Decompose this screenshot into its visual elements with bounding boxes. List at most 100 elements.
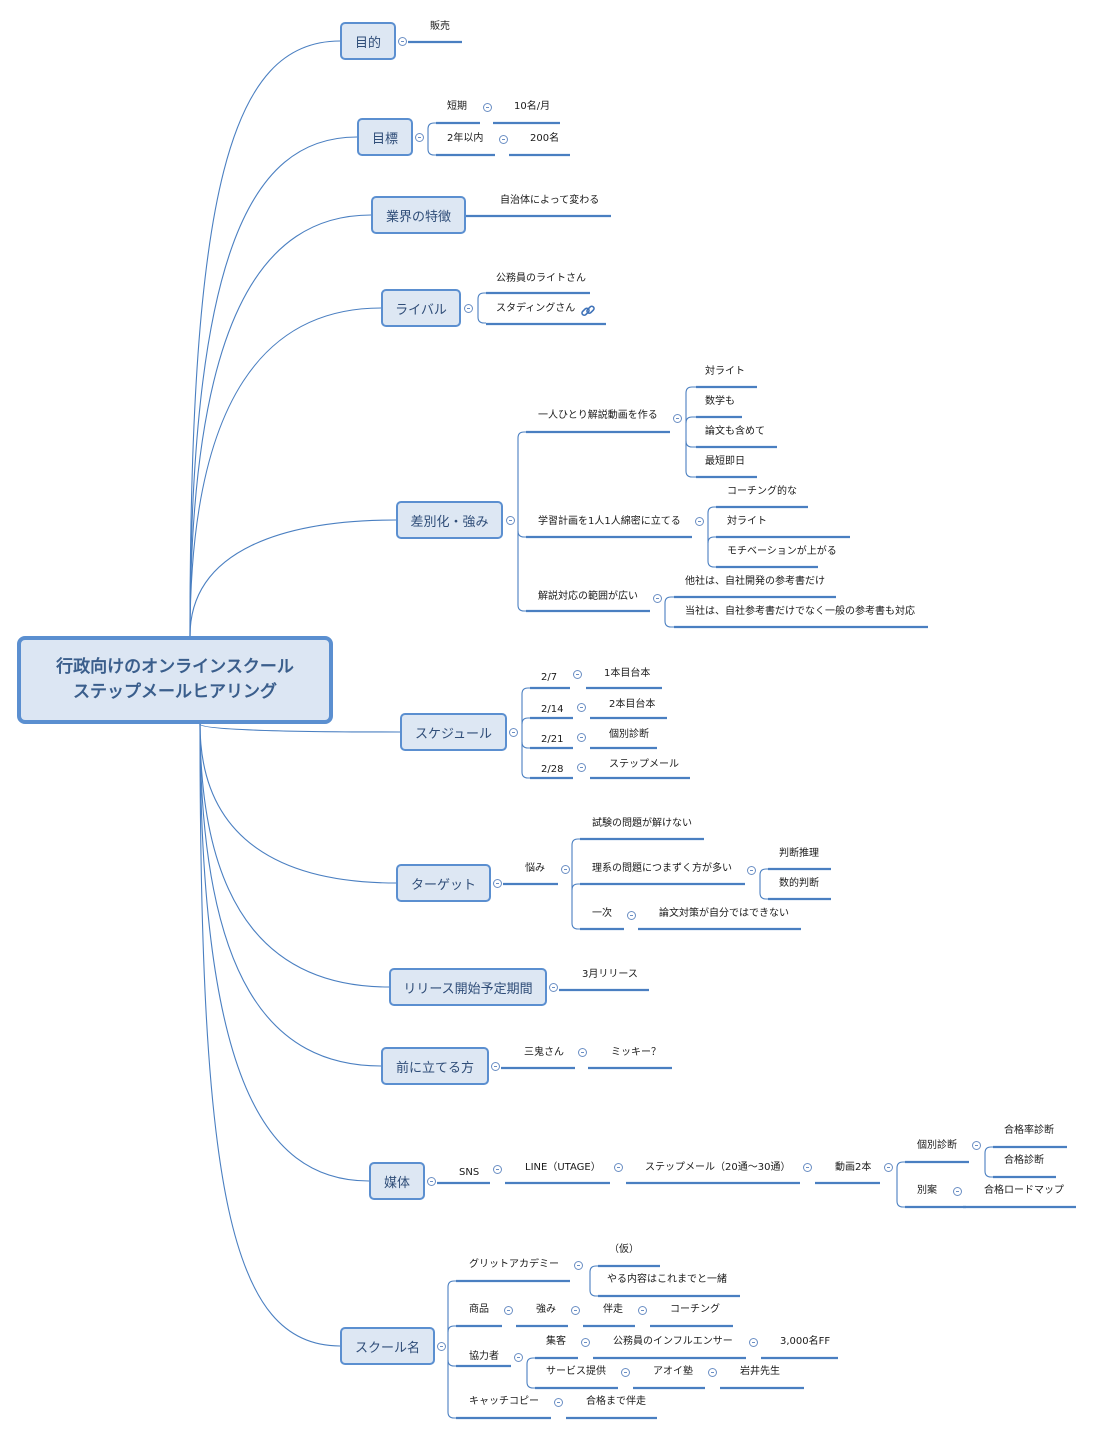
node-line-utage[interactable]: LINE（UTAGE） <box>525 1162 601 1173</box>
node-catchcopy[interactable]: キャッチコピー <box>469 1396 539 1407</box>
node-rival-light[interactable]: 公務員のライトさん <box>496 273 586 284</box>
collapse-toggle-icon[interactable] <box>627 911 636 920</box>
collapse-toggle-icon[interactable] <box>614 1163 623 1172</box>
collapse-toggle-icon[interactable] <box>574 1261 583 1270</box>
node-others-own-books[interactable]: 他社は、自社開発の参考書だけ <box>685 576 825 587</box>
node-collaborator[interactable]: 協力者 <box>469 1351 499 1362</box>
collapse-toggle-icon[interactable] <box>427 1177 436 1186</box>
node-cannot-solve[interactable]: 試験の問題が解けない <box>592 818 692 829</box>
collapse-toggle-icon[interactable] <box>638 1306 647 1315</box>
topic-school-name[interactable]: スクール名 <box>340 1327 435 1365</box>
node-step-mail[interactable]: ステップメール <box>609 759 679 770</box>
collapse-toggle-icon[interactable] <box>509 728 518 737</box>
topic-rival[interactable]: ライバル <box>381 289 461 327</box>
collapse-toggle-icon[interactable] <box>464 304 473 313</box>
topic-goal[interactable]: 目標 <box>357 118 413 156</box>
node-alternative[interactable]: 別案 <box>917 1185 937 1196</box>
node-mickey[interactable]: ミッキー？ <box>611 1047 661 1058</box>
node-pass-roadmap[interactable]: 合格ロードマップ <box>984 1185 1064 1196</box>
node-date-2-21[interactable]: 2/21 <box>541 734 564 745</box>
node-motivation[interactable]: モチベーションが上がる <box>727 546 837 557</box>
node-individual-videos[interactable]: 一人ひとり解説動画を作る <box>538 410 658 421</box>
collapse-toggle-icon[interactable] <box>673 414 682 423</box>
topic-differentiation[interactable]: 差別化・強み <box>396 501 503 539</box>
node-step-mail-count[interactable]: ステップメール（20通〜30通） <box>645 1162 791 1173</box>
hyperlink-icon[interactable] <box>580 303 596 319</box>
collapse-toggle-icon[interactable] <box>483 103 492 112</box>
node-grit-academy[interactable]: グリットアカデミー <box>469 1259 559 1270</box>
collapse-toggle-icon[interactable] <box>549 983 558 992</box>
node-two-videos[interactable]: 動画2本 <box>835 1162 872 1173</box>
node-march-release[interactable]: 3月リリース <box>582 969 638 980</box>
collapse-toggle-icon[interactable] <box>972 1141 981 1150</box>
collapse-toggle-icon[interactable] <box>749 1338 758 1347</box>
node-judgment-reasoning[interactable]: 判断推理 <box>779 848 819 859</box>
collapse-toggle-icon[interactable] <box>415 133 424 142</box>
node-date-2-28[interactable]: 2/28 <box>541 764 564 775</box>
collapse-toggle-icon[interactable] <box>506 516 515 525</box>
node-miki[interactable]: 三鬼さん <box>524 1047 564 1058</box>
collapse-toggle-icon[interactable] <box>493 1165 502 1174</box>
node-service[interactable]: サービス提供 <box>546 1366 606 1377</box>
node-first-exam[interactable]: 一次 <box>592 908 612 919</box>
collapse-toggle-icon[interactable] <box>493 879 502 888</box>
collapse-toggle-icon[interactable] <box>803 1163 812 1172</box>
node-iwai-sensei[interactable]: 岩井先生 <box>740 1366 780 1377</box>
central-topic[interactable]: 行政向けのオンラインスクール ステップメールヒアリング <box>17 636 333 724</box>
node-short-term-value[interactable]: 10名/月 <box>514 101 551 112</box>
topic-schedule[interactable]: スケジュール <box>400 713 507 751</box>
node-strength[interactable]: 強み <box>536 1304 556 1315</box>
node-date-2-14[interactable]: 2/14 <box>541 704 564 715</box>
collapse-toggle-icon[interactable] <box>514 1353 523 1362</box>
node-study-plan[interactable]: 学習計画を1人1人綿密に立てる <box>538 516 681 527</box>
node-sales[interactable]: 販売 <box>430 21 450 32</box>
collapse-toggle-icon[interactable] <box>747 866 756 875</box>
collapse-toggle-icon[interactable] <box>708 1368 717 1377</box>
node-math-too[interactable]: 数学も <box>705 396 735 407</box>
node-numerical-judgment[interactable]: 数的判断 <box>779 878 819 889</box>
node-attraction[interactable]: 集客 <box>546 1336 566 1347</box>
node-product[interactable]: 商品 <box>469 1304 489 1315</box>
collapse-toggle-icon[interactable] <box>577 733 586 742</box>
node-individual-diagnosis[interactable]: 個別診断 <box>609 729 649 740</box>
node-script-2[interactable]: 2本目台本 <box>609 699 656 710</box>
collapse-toggle-icon[interactable] <box>561 865 570 874</box>
collapse-toggle-icon[interactable] <box>577 763 586 772</box>
collapse-toggle-icon[interactable] <box>437 1342 446 1351</box>
node-varies-by-municipality[interactable]: 自治体によって変わる <box>500 195 600 206</box>
node-same-day[interactable]: 最短即日 <box>705 456 745 467</box>
topic-industry[interactable]: 業界の特徴 <box>371 196 466 234</box>
node-coaching[interactable]: コーチング <box>670 1304 720 1315</box>
topic-purpose[interactable]: 目的 <box>340 22 396 60</box>
node-worries[interactable]: 悩み <box>525 863 545 874</box>
node-coaching-like[interactable]: コーチング的な <box>727 486 797 497</box>
node-vs-light[interactable]: 対ライト <box>705 366 745 377</box>
node-short-term[interactable]: 短期 <box>447 101 467 112</box>
collapse-toggle-icon[interactable] <box>571 1306 580 1315</box>
node-date-2-7[interactable]: 2/7 <box>541 672 558 683</box>
node-aoi-juku[interactable]: アオイ塾 <box>653 1366 693 1377</box>
collapse-toggle-icon[interactable] <box>884 1163 893 1172</box>
node-individual-diag[interactable]: 個別診断 <box>917 1140 957 1151</box>
node-accompany-to-pass[interactable]: 合格まで伴走 <box>586 1396 646 1407</box>
node-two-years[interactable]: 2年以内 <box>447 133 484 144</box>
node-followers[interactable]: 3,000名FF <box>780 1336 831 1347</box>
node-pass-diag[interactable]: 合格診断 <box>1004 1155 1044 1166</box>
collapse-toggle-icon[interactable] <box>504 1306 513 1315</box>
collapse-toggle-icon[interactable] <box>398 37 407 46</box>
node-wide-coverage[interactable]: 解説対応の範囲が広い <box>538 591 638 602</box>
collapse-toggle-icon[interactable] <box>621 1368 630 1377</box>
collapse-toggle-icon[interactable] <box>499 135 508 144</box>
node-sns[interactable]: SNS <box>459 1167 480 1178</box>
topic-front-person[interactable]: 前に立てる方 <box>381 1047 489 1085</box>
node-essay-self[interactable]: 論文対策が自分ではできない <box>659 908 789 919</box>
topic-release[interactable]: リリース開始予定期間 <box>389 968 547 1006</box>
collapse-toggle-icon[interactable] <box>554 1398 563 1407</box>
node-vs-light-2[interactable]: 対ライト <box>727 516 767 527</box>
collapse-toggle-icon[interactable] <box>695 517 704 526</box>
node-rival-studying[interactable]: スタディングさん <box>496 303 576 314</box>
node-tentative[interactable]: （仮） <box>609 1244 639 1255</box>
collapse-toggle-icon[interactable] <box>653 594 662 603</box>
node-essay-included[interactable]: 論文も含めて <box>705 426 765 437</box>
collapse-toggle-icon[interactable] <box>581 1338 590 1347</box>
